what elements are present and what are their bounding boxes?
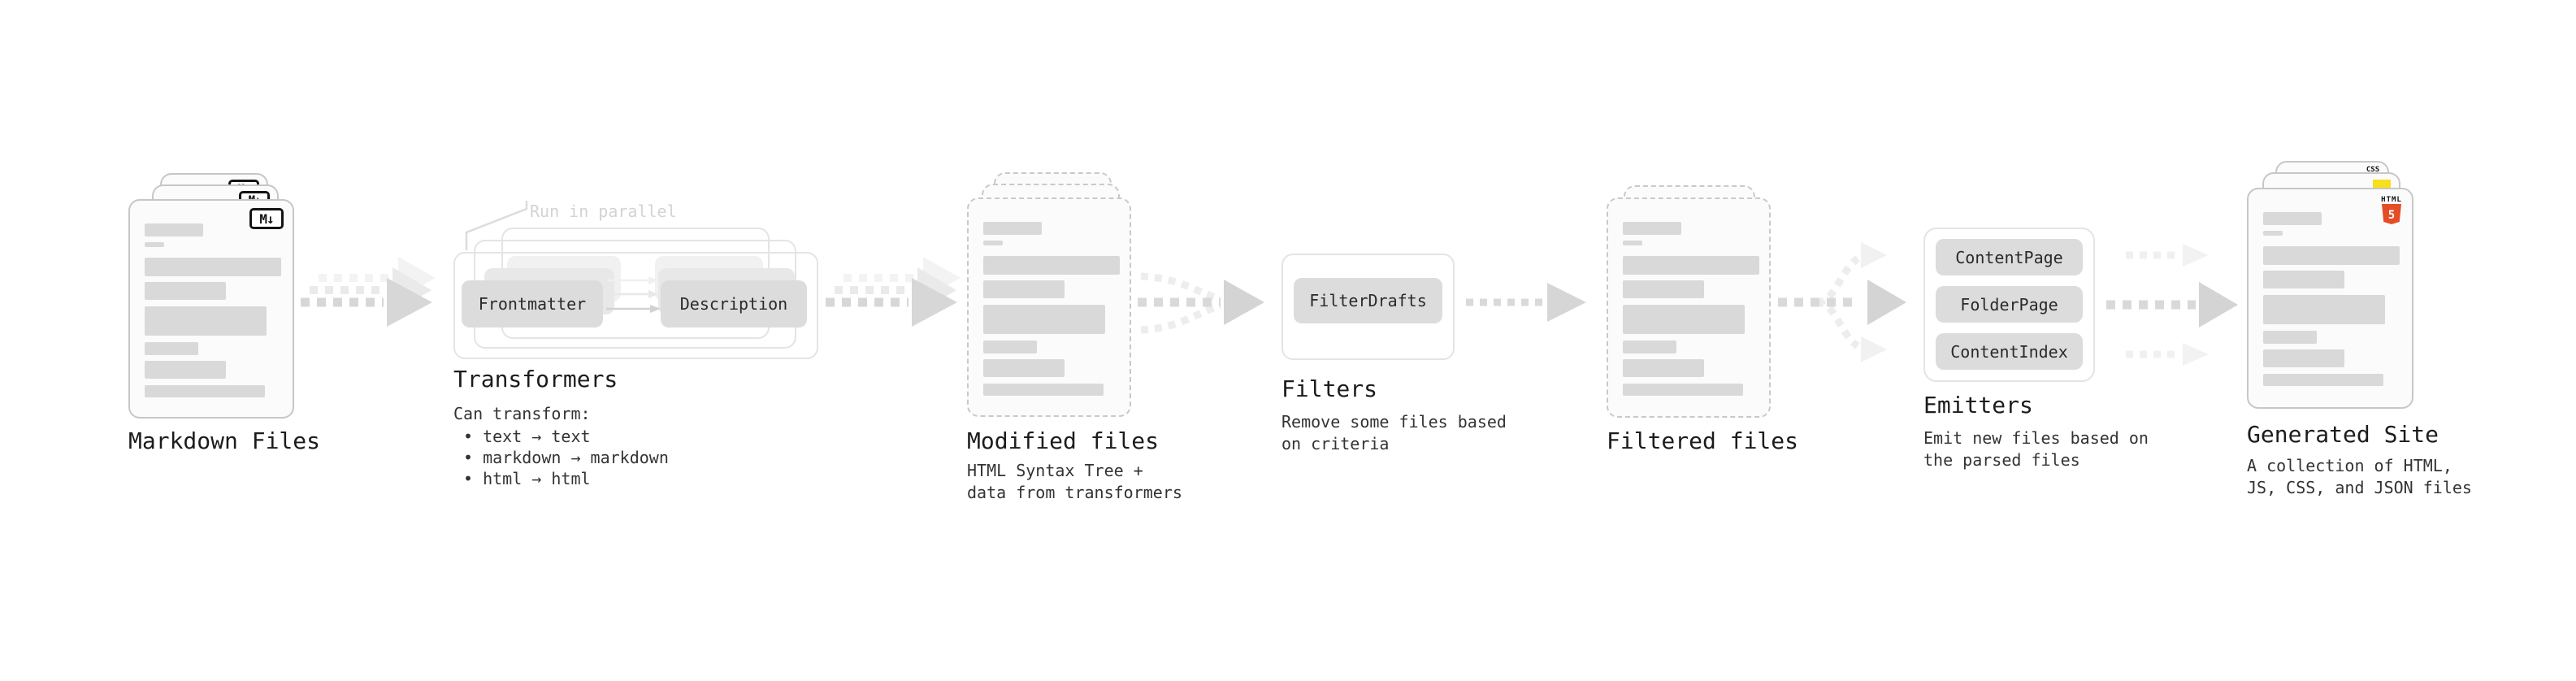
emitters-desc-line: the parsed files <box>1923 450 2080 470</box>
text-line-placeholder <box>983 340 1037 354</box>
merge-arrow-icon <box>1138 272 1264 334</box>
text-line-placeholder <box>2263 271 2344 288</box>
frontmatter-pill: Frontmatter <box>462 280 603 327</box>
emitter-pill-contentindex: ContentIndex <box>1936 333 2083 370</box>
file-content-placeholder <box>969 199 1130 396</box>
transformers-bullet: • html → html <box>463 469 591 488</box>
text-line-placeholder <box>2263 331 2317 344</box>
html5-number: 5 <box>2388 209 2395 222</box>
stage-title-filters: Filters <box>1281 375 1378 402</box>
text-line-placeholder <box>145 342 198 355</box>
stage-title-modified-files: Modified files <box>967 427 1160 454</box>
text-line-placeholder <box>1623 305 1745 334</box>
dashed-arrow-icon <box>826 257 961 327</box>
html5-icon: HTML 5 <box>2381 196 2402 227</box>
text-line-placeholder <box>983 305 1105 334</box>
modified-desc-line: HTML Syntax Tree + <box>967 461 1143 480</box>
description-pill: Description <box>661 280 807 327</box>
text-line-placeholder <box>983 222 1042 235</box>
text-line-placeholder <box>2263 295 2385 324</box>
text-line-placeholder <box>1623 340 1676 354</box>
text-line-placeholder <box>145 385 265 397</box>
text-line-placeholder <box>2263 349 2344 367</box>
dashed-arrow-icon <box>301 257 436 327</box>
generated-desc-line: JS, CSS, and JSON files <box>2247 478 2472 497</box>
text-line-placeholder <box>145 258 281 276</box>
filters-desc-line: on criteria <box>1281 434 1390 453</box>
text-line-placeholder <box>145 282 226 300</box>
file-content-placeholder <box>1608 199 1769 396</box>
stage-title-emitters: Emitters <box>1923 392 2033 419</box>
text-line-placeholder <box>145 223 203 236</box>
markdown-icon: M↓ <box>249 208 284 229</box>
text-line-placeholder <box>983 280 1065 298</box>
transformers-bullet: • markdown → markdown <box>463 448 669 467</box>
text-line-placeholder <box>983 256 1120 275</box>
text-line-placeholder <box>1623 359 1704 377</box>
transformers-desc-heading: Can transform: <box>453 404 591 423</box>
text-line-placeholder <box>1623 222 1681 235</box>
filterdrafts-pill: FilterDrafts <box>1294 278 1442 323</box>
transform-arrows-icon <box>606 276 661 313</box>
filters-desc-line: Remove some files based <box>1281 412 1507 432</box>
modified-desc-line: data from transformers <box>967 483 1182 502</box>
text-line-placeholder <box>1623 280 1704 298</box>
text-line-placeholder <box>145 361 226 379</box>
text-line-placeholder <box>2263 212 2322 225</box>
transformers-bullet: • text → text <box>463 427 591 446</box>
text-line-placeholder <box>2263 231 2283 236</box>
text-line-placeholder <box>145 242 164 247</box>
generated-file-card-html: HTML 5 <box>2247 188 2413 409</box>
text-line-placeholder <box>145 306 267 336</box>
text-line-placeholder <box>983 359 1065 377</box>
annotation-leader-line <box>465 201 528 250</box>
text-line-placeholder <box>983 384 1104 396</box>
emitter-pill-folderpage: FolderPage <box>1936 286 2083 323</box>
run-in-parallel-label: Run in parallel <box>530 202 677 221</box>
transformer-box-front <box>453 252 818 359</box>
javascript-icon <box>2373 180 2391 189</box>
file-content-placeholder <box>130 201 293 397</box>
filtered-file-card <box>1607 197 1771 418</box>
dashed-arrow-icon <box>1466 283 1586 322</box>
markdown-file-card: M↓ <box>128 199 294 419</box>
stage-title-filtered-files: Filtered files <box>1607 427 1799 454</box>
modified-file-card <box>967 197 1131 417</box>
text-line-placeholder <box>1623 384 1743 396</box>
text-line-placeholder <box>2263 246 2400 265</box>
text-line-placeholder <box>2263 374 2383 386</box>
stage-title-generated-site: Generated Site <box>2247 421 2439 448</box>
generated-desc-line: A collection of HTML, <box>2247 456 2452 475</box>
fork-arrow-icon <box>1778 242 1906 362</box>
text-line-placeholder <box>1623 256 1759 275</box>
stage-title-markdown-files: Markdown Files <box>128 427 321 454</box>
text-line-placeholder <box>983 241 1003 245</box>
emitter-pill-contentpage: ContentPage <box>1936 239 2083 275</box>
stage-title-transformers: Transformers <box>453 366 618 393</box>
emitters-desc-line: Emit new files based on <box>1923 428 2149 448</box>
file-content-placeholder <box>2249 189 2412 386</box>
text-line-placeholder <box>1623 241 1642 245</box>
triple-dashed-arrow-icon <box>2106 244 2238 366</box>
